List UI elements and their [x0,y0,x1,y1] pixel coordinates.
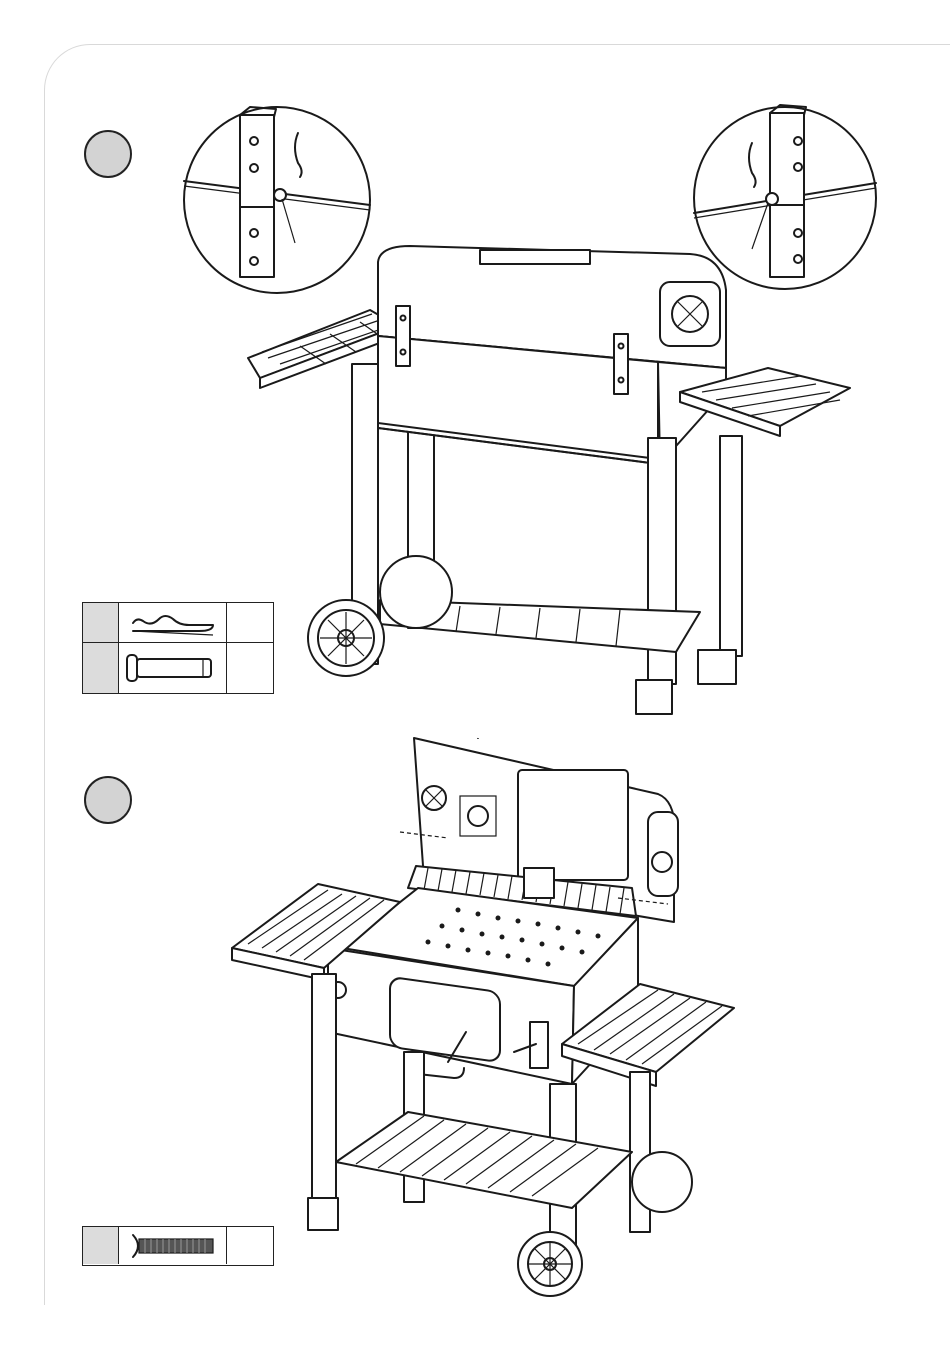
part-picture [119,643,227,693]
parts-list-step-1 [82,602,274,694]
part-key [83,1227,119,1264]
part-quantity [227,1227,273,1264]
part-key [83,603,119,642]
step-1-marker [84,130,132,178]
part-picture [119,1227,227,1264]
hair-pin-clip-icon [129,611,219,637]
grill-open-lid-cooking-grate [228,712,740,1302]
part-quantity [227,603,273,642]
parts-row [83,1227,273,1264]
part-key [83,643,119,693]
parts-row [83,603,273,643]
parts-row [83,643,273,693]
grill-closed-lid-hinge-pins [240,240,860,720]
part-picture [119,603,227,642]
bolt-icon [129,1233,219,1259]
parts-list-step-2 [82,1226,274,1266]
part-quantity [227,643,273,693]
hinge-pin-icon [125,653,221,683]
step-2-marker [84,776,132,824]
